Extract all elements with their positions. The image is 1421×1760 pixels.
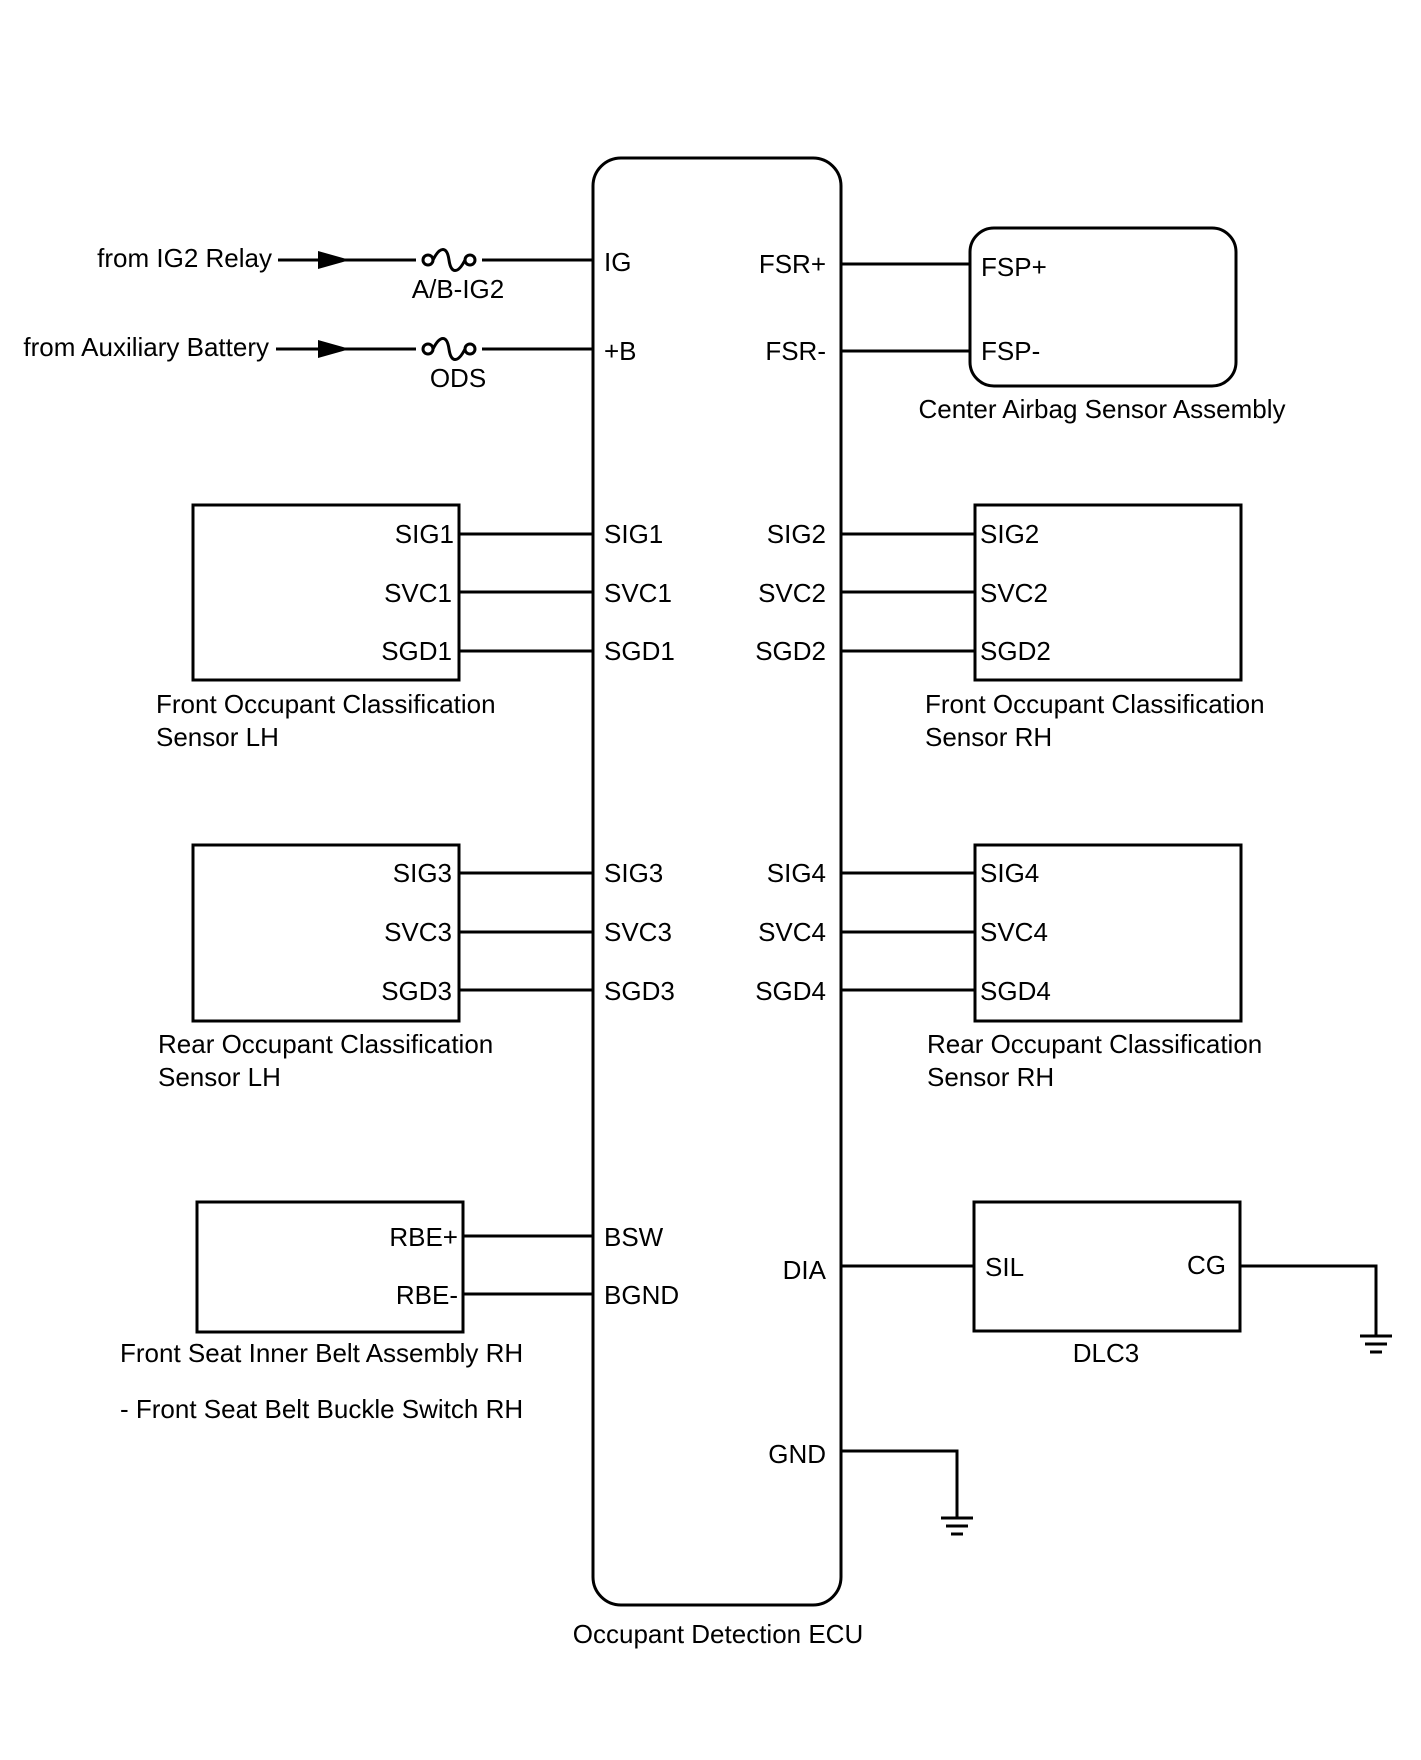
- front-occupant-sensor-rh: SIG2 SVC2 SGD2 Front Occupant Classifica…: [841, 503, 1265, 752]
- ecu-pin-b: +B: [604, 336, 637, 366]
- ecu-pin-bgnd: BGND: [604, 1280, 679, 1310]
- ecu-pin-svc2: SVC2: [758, 578, 826, 608]
- rear-rh-pin-sig4: SIG4: [980, 858, 1039, 888]
- ecu-pin-sgd1: SGD1: [604, 636, 675, 666]
- ecu-body: [591, 156, 843, 1607]
- rear-lh-pin-sig3: SIG3: [393, 858, 452, 888]
- fuse-icon: [416, 337, 482, 361]
- ecu-ground: [841, 1449, 973, 1536]
- rear-occupant-sensor-rh: SIG4 SVC4 SGD4 Rear Occupant Classificat…: [841, 843, 1262, 1092]
- rear-rh-label-line2: Sensor RH: [927, 1062, 1054, 1092]
- rear-rh-pin-sgd4: SGD4: [980, 976, 1051, 1006]
- dlc3-pin-cg: CG: [1187, 1250, 1226, 1280]
- front-rh-pin-sig2: SIG2: [980, 519, 1039, 549]
- front-lh-pin-sig1: SIG1: [395, 519, 454, 549]
- center-airbag-box: [968, 226, 1238, 388]
- ecu-pin-sgd4: SGD4: [755, 976, 826, 1006]
- ground-icon: [941, 1516, 973, 1536]
- cg-ground-wire: [1240, 1264, 1378, 1336]
- rear-occupant-sensor-lh: SIG3 SVC3 SGD3 Rear Occupant Classificat…: [158, 843, 593, 1092]
- dlc3-label: DLC3: [1073, 1338, 1139, 1368]
- front-lh-pin-svc1: SVC1: [384, 578, 452, 608]
- ecu-pin-sig2: SIG2: [767, 519, 826, 549]
- ecu-pin-sgd2: SGD2: [755, 636, 826, 666]
- ecu-pin-svc4: SVC4: [758, 917, 826, 947]
- aux-battery-source-label: from Auxiliary Battery: [23, 332, 269, 362]
- center-airbag-pin-fsp-minus: FSP-: [981, 336, 1040, 366]
- gnd-wire: [841, 1449, 959, 1518]
- front-lh-label-line2: Sensor LH: [156, 722, 279, 752]
- belt-pin-rbe-minus: RBE-: [396, 1280, 458, 1310]
- rear-lh-label-line2: Sensor LH: [158, 1062, 281, 1092]
- front-occupant-sensor-lh: SIG1 SVC1 SGD1 Front Occupant Classifica…: [156, 503, 593, 752]
- front-rh-label-line1: Front Occupant Classification: [925, 689, 1265, 719]
- ground-icon: [1360, 1334, 1392, 1354]
- front-rh-box: [973, 503, 1243, 682]
- rear-rh-label-line1: Rear Occupant Classification: [927, 1029, 1262, 1059]
- belt-label-line2: - Front Seat Belt Buckle Switch RH: [120, 1394, 523, 1424]
- rear-rh-box: [973, 843, 1243, 1023]
- ecu-pin-sgd3: SGD3: [604, 976, 675, 1006]
- ecu-left-pins: IG +B SIG1 SVC1 SGD1 SIG3 SVC3 SGD3 BSW …: [604, 247, 679, 1310]
- rear-lh-pin-sgd3: SGD3: [381, 976, 452, 1006]
- fuse-ods-label: ODS: [430, 363, 486, 393]
- ig2-relay-source-label: from IG2 Relay: [97, 243, 272, 273]
- ecu-pin-ig: IG: [604, 247, 631, 277]
- ecu-pin-svc1: SVC1: [604, 578, 672, 608]
- fuse-ab-ig2-label: A/B-IG2: [412, 274, 504, 304]
- ig2-arrow-icon: [318, 251, 350, 269]
- aux-battery-arrow-icon: [318, 340, 350, 358]
- ecu-pin-fsr-plus: FSR+: [759, 249, 826, 279]
- front-lh-pin-sgd1: SGD1: [381, 636, 452, 666]
- rear-lh-pin-svc3: SVC3: [384, 917, 452, 947]
- front-seat-inner-belt-assembly: RBE+ RBE- Front Seat Inner Belt Assembly…: [120, 1200, 593, 1424]
- dlc3: SIL CG DLC3: [841, 1200, 1392, 1368]
- dlc3-pin-sil: SIL: [985, 1252, 1024, 1282]
- center-airbag-label: Center Airbag Sensor Assembly: [918, 394, 1285, 424]
- front-rh-pin-sgd2: SGD2: [980, 636, 1051, 666]
- power-inputs: from IG2 Relay A/B-IG2 from Auxiliary Ba…: [23, 243, 593, 393]
- ecu-pin-sig1: SIG1: [604, 519, 663, 549]
- ecu-pin-bsw: BSW: [604, 1222, 664, 1252]
- ecu-label: Occupant Detection ECU: [573, 1619, 863, 1649]
- ecu-pin-gnd: GND: [768, 1439, 826, 1469]
- ecu-pin-sig3: SIG3: [604, 858, 663, 888]
- front-rh-label-line2: Sensor RH: [925, 722, 1052, 752]
- ecu-pin-sig4: SIG4: [767, 858, 826, 888]
- center-airbag-sensor-assembly: FSP+ FSP- Center Airbag Sensor Assembly: [841, 226, 1286, 424]
- ecu-pin-fsr-minus: FSR-: [765, 336, 826, 366]
- ecu-pin-svc3: SVC3: [604, 917, 672, 947]
- ecu-pin-dia: DIA: [783, 1255, 827, 1285]
- front-lh-label-line1: Front Occupant Classification: [156, 689, 496, 719]
- occupant-detection-ecu: Occupant Detection ECU: [573, 156, 863, 1649]
- ecu-right-pins: FSR+ FSR- SIG2 SVC2 SGD2 SIG4 SVC4 SGD4 …: [755, 249, 826, 1469]
- belt-box: [195, 1200, 465, 1334]
- rear-lh-box: [191, 843, 461, 1023]
- belt-label-line1: Front Seat Inner Belt Assembly RH: [120, 1338, 523, 1368]
- front-rh-pin-svc2: SVC2: [980, 578, 1048, 608]
- center-airbag-pin-fsp-plus: FSP+: [981, 252, 1047, 282]
- rear-lh-label-line1: Rear Occupant Classification: [158, 1029, 493, 1059]
- belt-pin-rbe-plus: RBE+: [389, 1222, 458, 1252]
- rear-rh-pin-svc4: SVC4: [980, 917, 1048, 947]
- fuse-icon: [416, 248, 482, 272]
